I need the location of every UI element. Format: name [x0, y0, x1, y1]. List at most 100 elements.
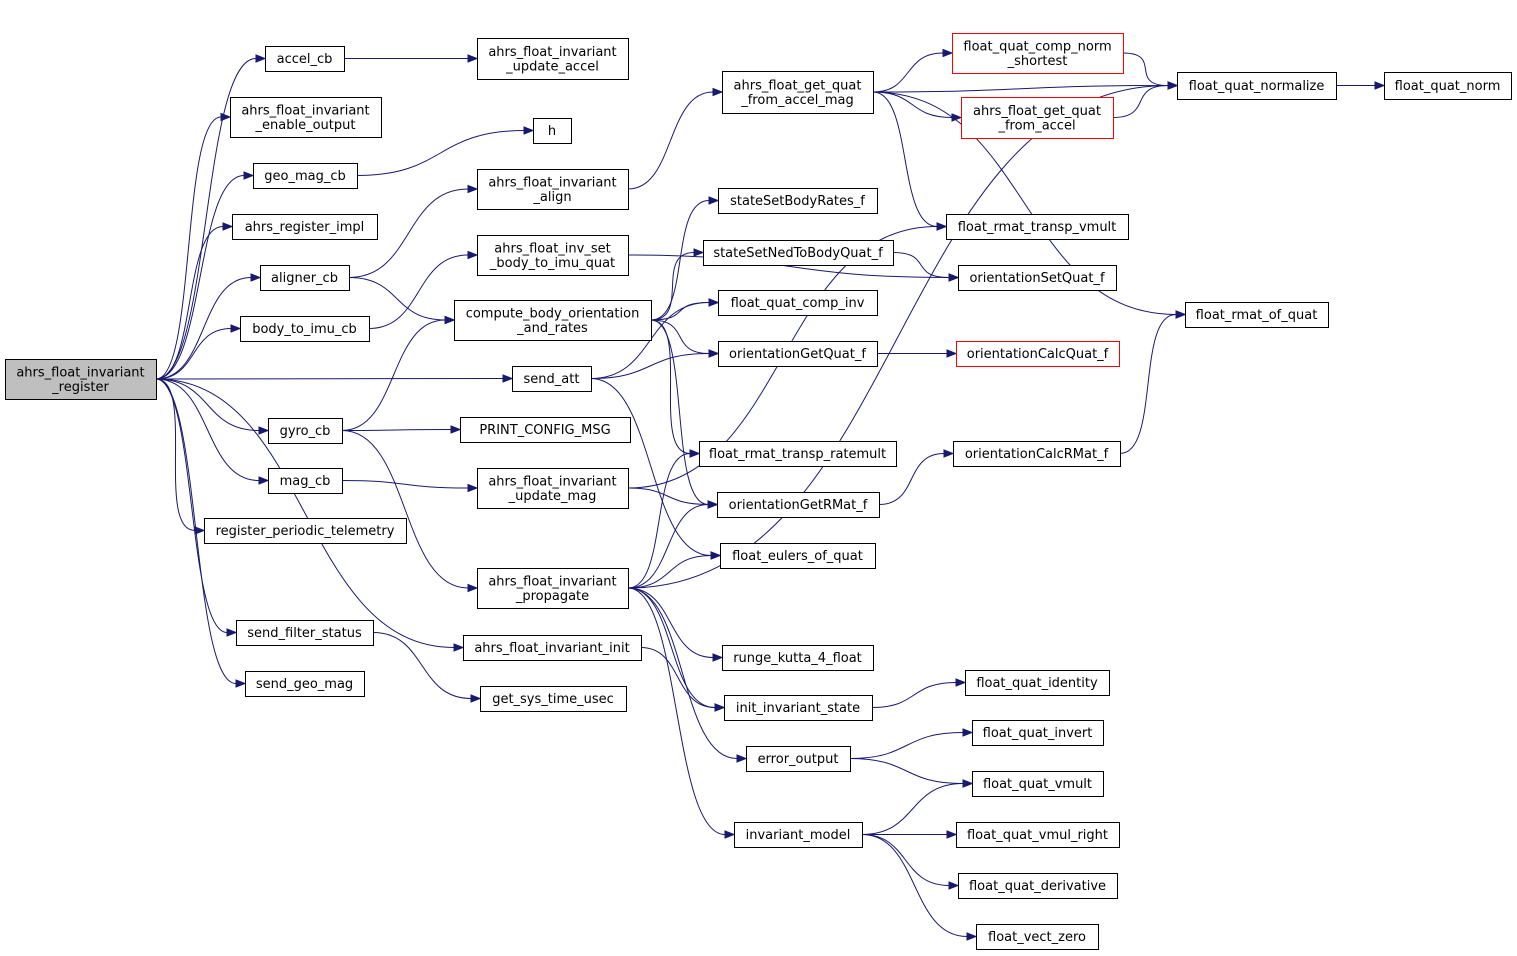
node-box [477, 169, 629, 210]
node-quat-derivative[interactable]: float_quat_derivative [958, 873, 1118, 899]
node-body-to-imu-cb[interactable]: body_to_imu_cb [240, 316, 370, 342]
edge-init-inv-state-to-quat-identity [871, 678, 967, 708]
node-label: orientationGetRMat_f [729, 498, 868, 513]
node-quat-invert[interactable]: float_quat_invert [972, 720, 1104, 746]
node-label: _align [532, 190, 571, 205]
node-label: runge_kutta_4_float [733, 651, 862, 666]
node-compute-body[interactable]: compute_body_orientation_and_rates [454, 300, 652, 341]
edge-send-att-to-orient-get-quat [590, 349, 720, 379]
node-register-impl[interactable]: ahrs_register_impl [232, 214, 378, 240]
node-runge-kutta[interactable]: runge_kutta_4_float [722, 645, 874, 671]
node-state-body-rates[interactable]: stateSetBodyRates_f [718, 188, 878, 214]
node-label: _shortest [1007, 54, 1068, 69]
node-label: _enable_output [255, 118, 356, 133]
node-aligner-cb[interactable]: aligner_cb [260, 265, 350, 291]
node-label: float_rmat_transp_ratemult [709, 447, 886, 462]
node-label: float_eulers_of_quat [732, 549, 863, 564]
node-quat-norm[interactable]: float_quat_norm [1384, 72, 1512, 100]
node-label: accel_cb [277, 52, 333, 67]
node-align[interactable]: ahrs_float_invariant_align [477, 169, 629, 210]
node-box [236, 620, 374, 646]
node-update-mag[interactable]: ahrs_float_invariant_update_mag [477, 468, 629, 509]
node-orient-get-quat[interactable]: orientationGetQuat_f [718, 341, 878, 367]
node-label: float_rmat_transp_vmult [958, 220, 1117, 235]
node-invariant-model[interactable]: invariant_model [734, 822, 863, 848]
node-geo-mag-cb[interactable]: geo_mag_cb [253, 163, 358, 189]
node-gyro-cb[interactable]: gyro_cb [268, 418, 343, 444]
edge-root-to-inv-init [155, 378, 465, 652]
node-rmat-transp-ratemult[interactable]: float_rmat_transp_ratemult [699, 441, 897, 467]
edge-gyro-cb-to-propagate [341, 430, 479, 593]
node-h[interactable]: h [533, 118, 572, 144]
edge-root-to-mag-cb [155, 378, 270, 485]
node-orient-set-quat[interactable]: orientationSetQuat_f [958, 265, 1117, 291]
node-get-sys-time[interactable]: get_sys_time_usec [480, 686, 627, 712]
node-box [454, 300, 652, 341]
node-box [1384, 72, 1512, 100]
edge-accel-cb-to-update-accel [344, 54, 479, 63]
node-update-accel[interactable]: ahrs_float_invariant_update_accel [477, 38, 629, 80]
node-quat-comp-norm-shortest[interactable]: float_quat_comp_norm_shortest [952, 33, 1124, 74]
node-propagate[interactable]: ahrs_float_invariant_propagate [477, 568, 629, 609]
node-box [956, 822, 1120, 848]
node-send-geo-mag[interactable]: send_geo_mag [245, 671, 365, 697]
node-error-output[interactable]: error_output [746, 746, 851, 772]
edge-root-to-send-att [155, 374, 514, 383]
node-label: float_rmat_of_quat [1196, 308, 1318, 323]
edge-propagate-to-orient-get-rmat [627, 500, 719, 589]
node-print-config[interactable]: PRINT_CONFIG_MSG [460, 417, 631, 443]
node-vect-zero[interactable]: float_vect_zero [976, 924, 1099, 950]
node-box [718, 290, 878, 316]
node-box [699, 441, 897, 467]
node-reg-periodic[interactable]: register_periodic_telemetry [204, 518, 407, 544]
node-send-filter-status[interactable]: send_filter_status [236, 620, 374, 646]
node-orient-calc-rmat[interactable]: orientationCalcRMat_f [953, 441, 1121, 467]
node-enable-output[interactable]: ahrs_float_invariant_enable_output [230, 97, 382, 138]
node-orient-calc-quat[interactable]: orientationCalcQuat_f [956, 341, 1120, 367]
node-quat-comp-inv[interactable]: float_quat_comp_inv [718, 290, 878, 316]
node-label: float_quat_identity [976, 676, 1098, 691]
edge-invariant-model-to-quat-vmul-right [862, 830, 958, 839]
node-label: ahrs_float_invariant_init [474, 641, 629, 656]
node-box [718, 341, 878, 367]
node-box [463, 635, 642, 661]
node-state-ned-quat[interactable]: stateSetNedToBodyQuat_f [703, 240, 894, 266]
node-box [512, 366, 592, 392]
node-mag-cb[interactable]: mag_cb [268, 468, 343, 494]
node-quat-identity[interactable]: float_quat_identity [965, 670, 1110, 696]
node-get-quat-accel-mag[interactable]: ahrs_float_get_quat_from_accel_mag [722, 71, 874, 114]
node-label: mag_cb [280, 474, 331, 489]
node-send-att[interactable]: send_att [512, 366, 592, 392]
node-orient-get-rmat[interactable]: orientationGetRMat_f [717, 492, 880, 518]
node-box [953, 441, 1121, 467]
node-box [724, 695, 873, 721]
node-inv-set-body[interactable]: ahrs_float_inv_set_body_to_imu_quat [477, 235, 629, 276]
node-label: body_to_imu_cb [252, 322, 357, 337]
edge-compute-body-to-state-body-rates [650, 196, 720, 321]
node-box [961, 97, 1114, 139]
node-root[interactable]: ahrs_float_invariant_register [5, 359, 157, 400]
node-rmat-of-quat[interactable]: float_rmat_of_quat [1185, 302, 1329, 328]
edge-root-to-reg-periodic [155, 378, 206, 535]
node-accel-cb[interactable]: accel_cb [265, 46, 345, 72]
node-label: _propagate [515, 589, 589, 604]
node-box [480, 686, 627, 712]
node-init-inv-state[interactable]: init_invariant_state [724, 695, 873, 721]
node-rmat-transp-vmult[interactable]: float_rmat_transp_vmult [946, 214, 1129, 240]
node-eulers-of-quat[interactable]: float_eulers_of_quat [720, 543, 876, 569]
edge-inv-init-to-init-inv-state [640, 647, 726, 712]
edge-get-quat-accel-mag-to-rmat-transp-vmult [872, 91, 948, 231]
edge-orient-get-rmat-to-orient-calc-rmat [878, 449, 955, 505]
node-quat-normalize[interactable]: float_quat_normalize [1177, 72, 1337, 100]
node-box [230, 97, 382, 138]
node-box [477, 568, 629, 609]
node-quat-vmult[interactable]: float_quat_vmult [972, 771, 1104, 797]
node-box [952, 33, 1124, 74]
edge-root-to-send-filter-status [155, 378, 238, 637]
node-label: ahrs_float_get_quat [973, 104, 1101, 119]
node-get-quat-from-accel[interactable]: ahrs_float_get_quat_from_accel [961, 97, 1114, 139]
node-inv-init[interactable]: ahrs_float_invariant_init [463, 635, 642, 661]
node-quat-vmul-right[interactable]: float_quat_vmul_right [956, 822, 1120, 848]
node-label: stateSetBodyRates_f [730, 194, 865, 209]
node-box [204, 518, 407, 544]
